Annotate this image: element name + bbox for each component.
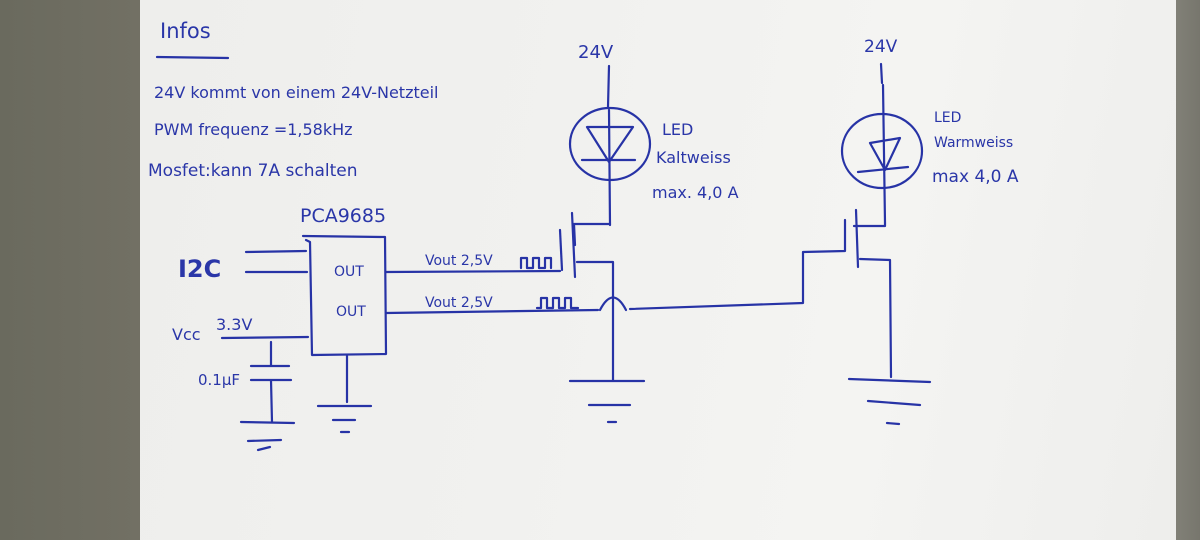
- vcc-label: Vcc: [172, 325, 201, 344]
- led-2-rating: max 4,0 A: [932, 167, 1019, 187]
- led-1-rating: max. 4,0 A: [652, 183, 739, 202]
- info-line-pwm: PWM frequenz =1,58kHz: [154, 120, 353, 139]
- wire-crossover-bridge: [598, 296, 628, 312]
- led-2-title: LED: [934, 110, 961, 126]
- mosfet-2-channel: [854, 208, 860, 269]
- info-block: Infos 24V kommt von einem 24V-Netzteil P…: [148, 19, 438, 181]
- vcc-voltage: 3.3V: [216, 315, 252, 334]
- info-line-mosfet: Mosfet:kann 7A schalten: [148, 161, 358, 181]
- pca9685-box: [301, 234, 388, 357]
- led-1-supply-wire: [606, 64, 611, 109]
- table-surface-left: [0, 0, 142, 540]
- info-title: Infos: [160, 19, 211, 43]
- mosfet-1: [558, 211, 646, 424]
- mosfet-1-drain: [572, 222, 612, 247]
- led-1-type: Kaltweiss: [656, 148, 731, 167]
- pca9685-module: PCA9685 OUT OUT I2C Vcc 3.3V 0.1µF: [172, 205, 388, 452]
- led-1-supply: 24V: [578, 42, 614, 63]
- pca9685-label: PCA9685: [300, 205, 386, 227]
- pwm-signal-2: Vout 2,5V: [384, 295, 600, 315]
- signal-2-label: Vout 2,5V: [425, 295, 493, 311]
- capacitor-symbol: [239, 340, 296, 452]
- led-kaltweiss: 24V LED Kaltweiss max. 4,0 A: [568, 42, 739, 227]
- mosfet-2-drain: [852, 221, 887, 228]
- signal-2-wire: [384, 308, 600, 315]
- info-line-supply: 24V kommt von einem 24V-Netzteil: [154, 83, 438, 102]
- pca9685-out-1: OUT: [334, 264, 364, 280]
- mosfet-2-ground-icon: [847, 377, 932, 426]
- mosfet-2-source: [858, 257, 893, 379]
- led-2-diode-icon: [856, 83, 910, 225]
- led-2-type: Warmweiss: [934, 135, 1013, 151]
- led-1-diode-icon: [580, 108, 637, 227]
- led-2-supply: 24V: [864, 37, 898, 57]
- pwm-waveform-icon: [535, 296, 580, 310]
- mosfet-1-ground-icon: [568, 379, 646, 424]
- vcc-line: [220, 335, 310, 340]
- pwm-signal-1: Vout 2,5V: [384, 253, 562, 274]
- pwm-waveform-icon: [519, 256, 553, 270]
- i2c-line-sda: [244, 249, 308, 254]
- mosfet-1-channel: [570, 211, 577, 279]
- i2c-label: I2C: [178, 255, 221, 283]
- led-2-supply-wire: [879, 62, 884, 85]
- signal-1-label: Vout 2,5V: [425, 253, 493, 269]
- led-warmweiss: 24V LED Warmweiss max 4,0 A: [840, 37, 1019, 225]
- signal-1-wire: [384, 269, 562, 274]
- capacitor-value: 0.1µF: [198, 371, 240, 389]
- pca9685-ground-icon: [316, 353, 373, 434]
- pca9685-out-2: OUT: [336, 304, 366, 320]
- mosfet-2: [847, 208, 932, 426]
- led-2-circle: [840, 112, 924, 190]
- mosfet-1-gate: [558, 228, 564, 272]
- gate-wire-2: [628, 218, 847, 311]
- info-title-underline: [155, 55, 230, 60]
- mosfet-1-source: [575, 260, 615, 382]
- led-1-title: LED: [662, 120, 693, 139]
- paper-sheet: [140, 0, 1176, 540]
